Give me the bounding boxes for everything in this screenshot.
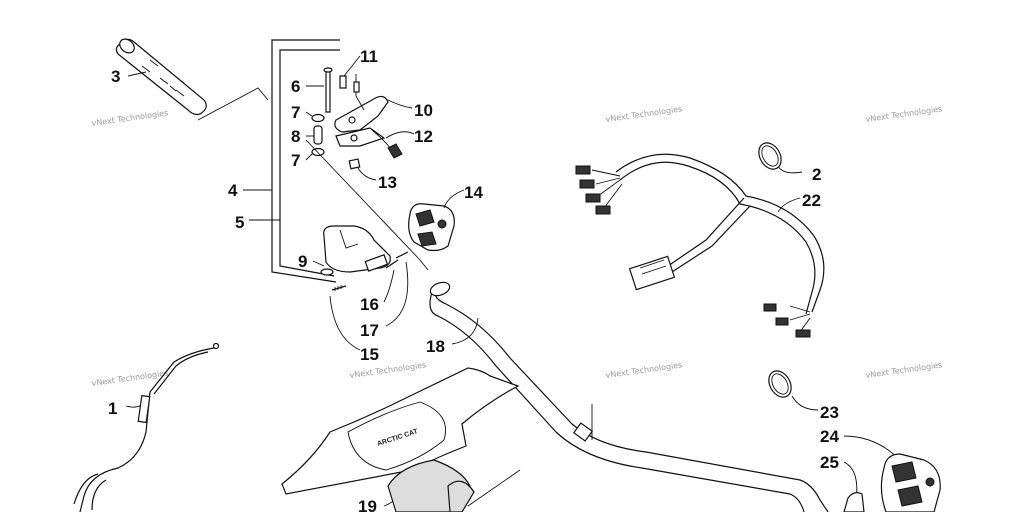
callout-labels: 1 2 3 4 5 6 7 7 8 9 10 11 12 13 14 15 16… xyxy=(108,47,839,512)
callout-12: 12 xyxy=(414,127,433,146)
callout-2: 2 xyxy=(812,165,821,184)
callout-17: 17 xyxy=(360,321,379,340)
callout-18: 18 xyxy=(426,337,445,356)
leader-lines xyxy=(125,55,901,507)
switch-part-25 xyxy=(843,492,865,512)
switch-housing-part-24 xyxy=(880,453,941,512)
watermark: vNext Technologies xyxy=(605,360,683,380)
washer-part-7 xyxy=(311,113,325,123)
nut-part-13 xyxy=(348,158,361,170)
callout-7: 7 xyxy=(291,103,300,122)
screw-part-16 xyxy=(385,251,409,269)
wiring-harness-part-22 xyxy=(575,153,825,338)
throttle-lever-part-10 xyxy=(334,95,389,133)
switch-part-11 xyxy=(339,75,347,89)
clamp-part-23 xyxy=(768,370,792,398)
callout-23: 23 xyxy=(820,403,839,422)
callout-7: 7 xyxy=(291,151,300,170)
watermark: vNext Technologies xyxy=(605,104,683,124)
bushing-part-8 xyxy=(313,125,323,145)
assembly-bracket xyxy=(271,39,340,283)
watermark: vNext Technologies xyxy=(865,104,943,124)
callout-1: 1 xyxy=(108,399,117,418)
watermark: vNext Technologies xyxy=(865,360,943,380)
screw-part-15 xyxy=(331,285,347,291)
callout-22: 22 xyxy=(802,191,821,210)
throttle-housing-part-9 xyxy=(320,225,391,276)
callout-11: 11 xyxy=(360,47,378,66)
clamp-part-2 xyxy=(758,142,782,170)
callout-3: 3 xyxy=(111,67,120,86)
grip-part-3 xyxy=(115,38,269,121)
callout-15: 15 xyxy=(360,345,379,364)
callout-14: 14 xyxy=(464,183,483,202)
callout-8: 8 xyxy=(291,127,300,146)
callout-13: 13 xyxy=(378,173,397,192)
watermark: vNext Technologies xyxy=(91,368,169,388)
callout-19: 19 xyxy=(358,497,377,512)
callout-5: 5 xyxy=(235,213,244,232)
throttle-block-assembly xyxy=(311,67,403,170)
callout-9: 9 xyxy=(298,252,307,271)
callout-24: 24 xyxy=(820,427,839,446)
handlebar-part-18 xyxy=(305,139,829,512)
watermark: vNext Technologies xyxy=(91,108,169,128)
switch-housing-part-14 xyxy=(408,203,455,252)
callout-6: 6 xyxy=(291,77,300,96)
throttle-cable-part-1 xyxy=(73,342,220,512)
pin-part-6 xyxy=(325,69,331,113)
callout-10: 10 xyxy=(414,101,433,120)
callout-25: 25 xyxy=(820,453,839,472)
handlebar-pad-part-19: ARCTIC CAT xyxy=(281,367,520,512)
callout-16: 16 xyxy=(360,295,379,314)
callout-4: 4 xyxy=(228,181,238,200)
